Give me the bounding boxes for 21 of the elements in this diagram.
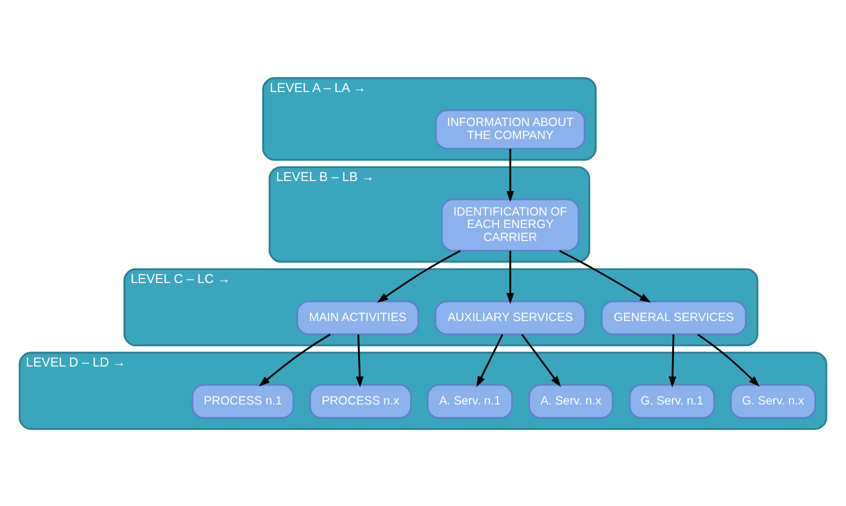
arrow (521, 333, 561, 386)
node-box: INFORMATION ABOUT THE COMPANY (434, 108, 586, 150)
arrow (559, 249, 651, 302)
arrow (668, 334, 676, 388)
node-box: GENERAL SERVICES (600, 300, 747, 335)
arrow (506, 148, 514, 202)
arrow (258, 333, 331, 386)
arrow (476, 334, 504, 387)
node-box: AUXILIARY SERVICES (434, 300, 586, 335)
node-box: MAIN ACTIVITIES (296, 300, 420, 335)
node-box: G. Serv. n.1 (628, 383, 716, 418)
node-box: G. Serv. n.x (730, 383, 816, 418)
node-box: PROCESS n.1 (191, 383, 294, 418)
arrow (697, 333, 760, 386)
arrow (356, 334, 364, 388)
node-box: A. Serv. n.x (528, 383, 614, 418)
node-box: PROCESS n.x (309, 383, 412, 418)
arrow (506, 250, 514, 304)
arrow (377, 249, 461, 302)
node-box: A. Serv. n.1 (426, 383, 514, 418)
node-box: IDENTIFICATION OF EACH ENERGY CARRIER (440, 198, 580, 252)
